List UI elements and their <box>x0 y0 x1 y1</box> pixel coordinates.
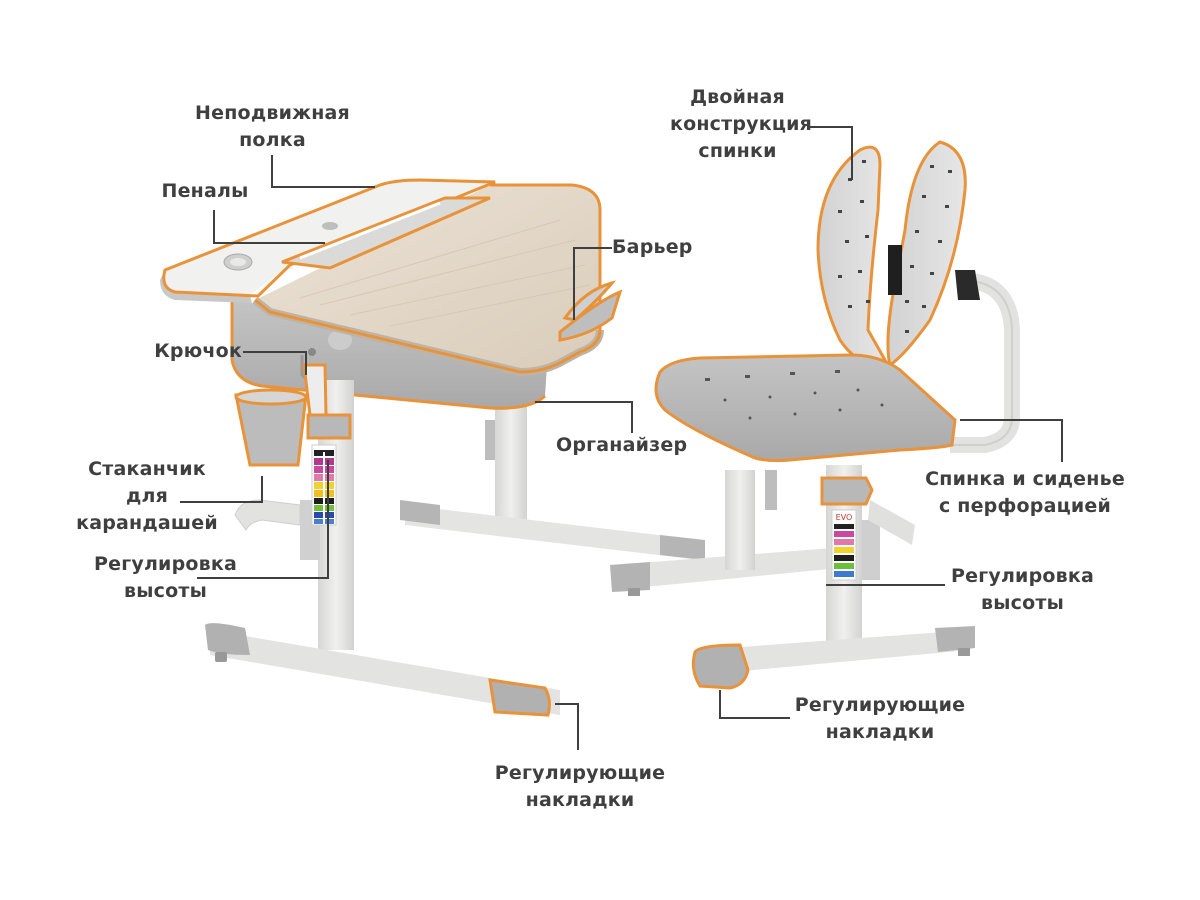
label-desk-height-adjust: Регулировка высоты <box>94 553 237 602</box>
label-hook: Крючок <box>154 340 242 362</box>
desk-rear-leg <box>400 400 705 560</box>
label-desk-adjusting-pads: Регулирующие накладки <box>494 762 666 811</box>
label-chair-height-adjust: Регулировка высоты <box>951 565 1094 614</box>
label-fixed-shelf: Неподвижная полка <box>195 102 350 151</box>
label-pencil-cup: Стаканчик для карандашей <box>76 458 218 534</box>
pencil-cup <box>234 388 308 467</box>
label-perforated-seat-back: Спинка и сиденье с перфорацией <box>925 468 1125 517</box>
label-organizer: Органайзер <box>556 434 688 456</box>
leader-lines <box>180 126 1063 750</box>
desk <box>160 178 705 717</box>
desk-front-leg <box>205 363 560 717</box>
label-pencil-cases: Пеналы <box>161 180 249 202</box>
label-barrier: Барьер <box>612 236 693 258</box>
label-double-backrest: Двойная конструкция спинки <box>670 86 813 162</box>
height-scale-brand: EVO <box>836 513 853 522</box>
chair: EVO <box>610 140 1020 690</box>
label-chair-adjusting-pads: Регулирующие накладки <box>794 694 966 743</box>
